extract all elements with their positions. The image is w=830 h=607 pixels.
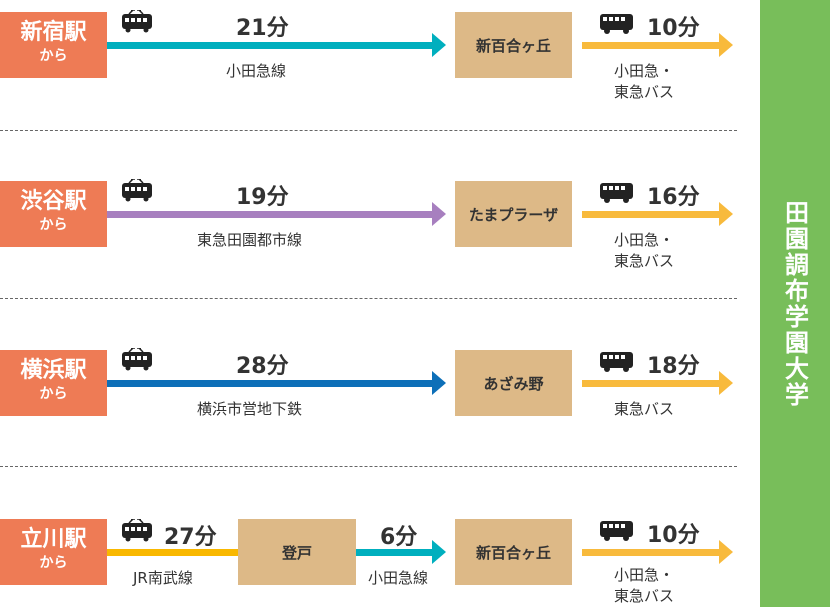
train-icon <box>121 519 153 543</box>
origin-name: 渋谷駅 <box>20 189 87 214</box>
arrow-head <box>432 371 446 395</box>
origin-name: 横浜駅 <box>20 358 87 383</box>
origin-box: 横浜駅から <box>0 350 107 416</box>
bus-icon <box>600 521 633 541</box>
origin-suffix: から <box>39 386 68 402</box>
bus-arrow <box>582 42 720 49</box>
origin-box: 渋谷駅から <box>0 181 107 247</box>
bus-line-label: 東急バス <box>614 83 675 101</box>
train-line-label: 東急田園都市線 <box>197 231 303 249</box>
route-yokohama: 横浜駅から 28分 横浜市営地下鉄 あざみ野 18分 東急バス <box>0 338 740 438</box>
transfer-station: 登戸 <box>238 519 356 585</box>
train-time: 21分 <box>236 16 289 41</box>
train-line <box>107 549 238 556</box>
destination-name: 田園調布学園大学 <box>780 199 809 408</box>
bus-arrow <box>582 380 720 387</box>
train-line-label: JR南武線 <box>133 569 193 587</box>
transfer-station: あざみ野 <box>455 350 572 416</box>
bus-icon <box>600 14 633 34</box>
train-icon <box>121 179 153 203</box>
arrow-head <box>719 202 733 226</box>
bus-icon <box>600 352 633 372</box>
transfer-station: たまプラーザ <box>455 181 572 247</box>
bus-line-label: 小田急・ <box>614 566 675 584</box>
bus-time: 10分 <box>647 16 700 41</box>
origin-box: 新宿駅から <box>0 12 107 78</box>
bus-line-label: 小田急・ <box>614 62 675 80</box>
origin-name: 立川駅 <box>20 527 87 552</box>
origin-name: 新宿駅 <box>20 20 87 45</box>
bus-time: 18分 <box>647 354 700 379</box>
transfer-station: 新百合ヶ丘 <box>455 519 572 585</box>
train-time: 6分 <box>380 525 418 550</box>
route-shinjuku: 新宿駅から 21分 小田急線 新百合ヶ丘 10分 小田急・東急バス <box>0 0 740 101</box>
train-line-arrow <box>107 211 433 218</box>
destination-panel: 田園調布学園大学 <box>760 0 830 607</box>
bus-arrow <box>582 549 720 556</box>
bus-time: 10分 <box>647 523 700 548</box>
arrow-head <box>719 371 733 395</box>
arrow-head <box>432 202 446 226</box>
train-line-label: 小田急線 <box>226 62 287 80</box>
bus-time: 16分 <box>647 185 700 210</box>
train-line-label: 小田急線 <box>368 569 429 587</box>
bus-line-label: 東急バス <box>614 252 675 270</box>
bus-line-label: 東急バス <box>614 400 675 418</box>
origin-suffix: から <box>39 217 68 233</box>
bus-icon <box>600 183 633 203</box>
origin-suffix: から <box>39 48 68 64</box>
transfer-station: 新百合ヶ丘 <box>455 12 572 78</box>
divider <box>0 298 737 299</box>
divider <box>0 130 737 131</box>
train-time: 28分 <box>236 354 289 379</box>
train-line-label: 横浜市営地下鉄 <box>197 400 303 418</box>
arrow-head <box>719 33 733 57</box>
arrow-head <box>719 540 733 564</box>
bus-line-label: 小田急・ <box>614 231 675 249</box>
train-line-arrow <box>107 42 433 49</box>
route-tachikawa: 立川駅から 27分 JR南武線 登戸 6分 小田急線 新百合ヶ丘 10分 小田急… <box>0 507 740 607</box>
train-line-arrow <box>107 380 433 387</box>
train-line-arrow <box>356 549 433 556</box>
bus-line-label: 東急バス <box>614 587 675 605</box>
arrow-head <box>432 540 446 564</box>
bus-arrow <box>582 211 720 218</box>
train-icon <box>121 10 153 34</box>
divider <box>0 466 737 467</box>
arrow-head <box>432 33 446 57</box>
train-time: 27分 <box>164 525 217 550</box>
train-time: 19分 <box>236 185 289 210</box>
train-icon <box>121 348 153 372</box>
origin-suffix: から <box>39 555 68 571</box>
route-shibuya: 渋谷駅から 19分 東急田園都市線 たまプラーザ 16分 小田急・東急バス <box>0 169 740 270</box>
origin-box: 立川駅から <box>0 519 107 585</box>
